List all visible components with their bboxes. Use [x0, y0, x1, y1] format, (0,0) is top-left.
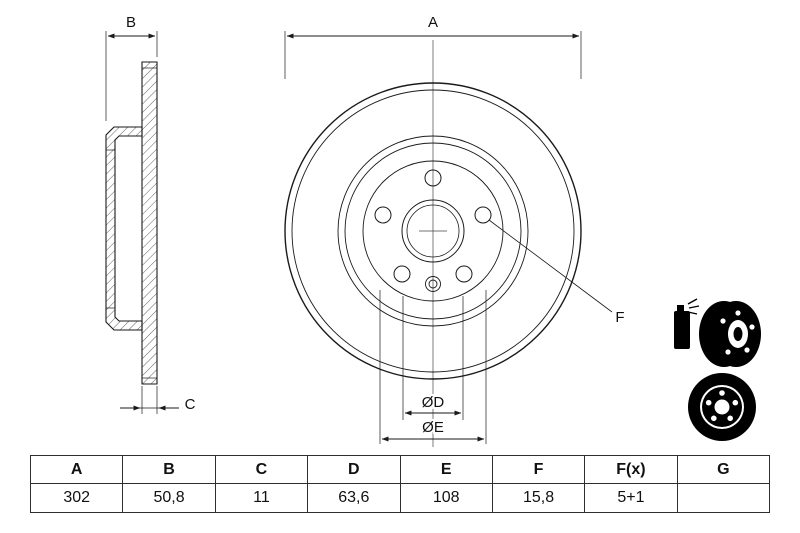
dim-label-e: ØE [422, 419, 444, 436]
brake-disc-front-icon [688, 373, 756, 441]
col-header-f: F [491, 455, 586, 484]
hat-diameter-circle [362, 160, 504, 302]
dimension-c: C [120, 386, 196, 414]
front-view [284, 40, 582, 447]
value-a: 302 [29, 483, 124, 513]
disc-band-section [141, 61, 158, 385]
set-screw-hole [425, 276, 441, 292]
dimension-spec-table: A B C D E F F(x) G 302 50,8 11 63,6 108 … [29, 455, 771, 513]
dimension-e: ØE [379, 290, 487, 444]
value-d: 63,6 [307, 483, 401, 513]
col-header-d: D [307, 455, 401, 484]
table-header-row: A B C D E F F(x) G [29, 455, 771, 484]
brake-disc-perspective-icon [699, 301, 761, 367]
dimension-b: B [105, 14, 158, 121]
center-bore-circle [401, 199, 465, 263]
col-header-g: G [676, 455, 771, 484]
value-fx: 5+1 [584, 483, 678, 513]
value-b: 50,8 [122, 483, 216, 513]
table-value-row: 302 50,8 11 63,6 108 15,8 5+1 [29, 483, 771, 513]
coated-disc-pictogram [674, 298, 761, 367]
col-header-e: E [399, 455, 493, 484]
dim-label-d: ØD [422, 394, 445, 411]
disc-hat-section [105, 126, 143, 331]
side-view-cross-section [105, 61, 158, 385]
value-e: 108 [399, 483, 493, 513]
dimension-d: ØD [402, 296, 464, 420]
dim-label-c: C [185, 396, 196, 413]
dimension-a: A [284, 14, 582, 79]
col-header-fx: F(x) [584, 455, 678, 484]
col-header-a: A [29, 455, 124, 484]
dim-label-a: A [428, 14, 438, 31]
col-header-c: C [214, 455, 309, 484]
leader-f: F [488, 219, 625, 326]
bolt-holes [374, 169, 492, 283]
technical-drawing: B C [105, 14, 761, 447]
value-f: 15,8 [491, 483, 586, 513]
dim-label-b: B [126, 14, 136, 31]
spray-can-icon [674, 298, 700, 349]
value-c: 11 [214, 483, 309, 513]
value-g [676, 483, 771, 513]
disc-outer-diameter-circle [284, 82, 582, 380]
dim-label-f: F [615, 309, 624, 326]
col-header-b: B [122, 455, 216, 484]
